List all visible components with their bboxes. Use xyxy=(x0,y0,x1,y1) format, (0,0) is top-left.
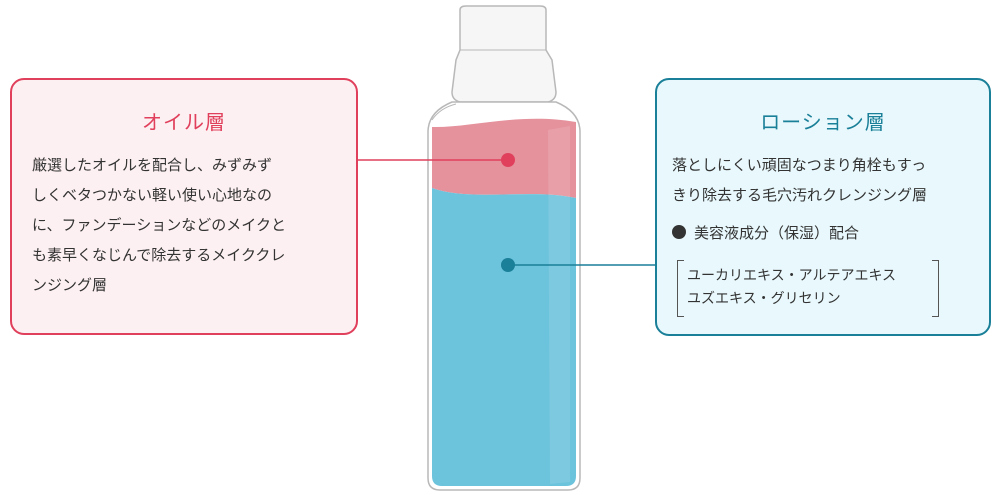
ingredient-line: ユズエキス・グリセリン xyxy=(687,291,841,307)
lotion-layer-title: ローション層 xyxy=(760,110,886,134)
lotion-feature: 美容液成分（保湿）配合 xyxy=(672,222,859,244)
lotion-layer-callout: ローション層 落としにくい頑固なつまり角栓もすっ きり除去する毛穴汚れクレンジン… xyxy=(655,78,991,336)
lotion-layer-description: 落としにくい頑固なつまり角栓もすっ きり除去する毛穴汚れクレンジング層 xyxy=(672,150,990,210)
lotion-description-line: きり除去する毛穴汚れクレンジング層 xyxy=(672,186,928,204)
oil-description-line: しくベタつかない軽い使い心地なの xyxy=(32,186,273,204)
oil-description-line: 厳選したオイルを配合し、みずみず xyxy=(32,156,273,174)
left-bracket-icon xyxy=(677,260,684,317)
ingredients-list: ユーカリエキス・アルテアエキス ユズエキス・グリセリン xyxy=(677,260,939,317)
bottle-side-shading xyxy=(548,126,570,484)
oil-marker-dot xyxy=(501,153,515,167)
lotion-layer-band xyxy=(432,188,576,486)
lotion-marker-dot xyxy=(501,258,515,272)
oil-description-line: も素早くなじんで除去するメイククレ xyxy=(32,246,286,264)
oil-description-line: に、ファンデーションなどのメイクと xyxy=(32,216,286,234)
lotion-description-line: 落としにくい頑固なつまり角栓もすっ xyxy=(672,156,927,174)
oil-layer-description: 厳選したオイルを配合し、みずみず しくベタつかない軽い使い心地なの に、ファンデ… xyxy=(32,150,352,300)
oil-description-line: ンジング層 xyxy=(32,276,108,294)
oil-layer-title: オイル層 xyxy=(142,110,226,134)
bullet-dot-icon xyxy=(672,225,686,239)
oil-layer-callout: オイル層 厳選したオイルを配合し、みずみず しくベタつかない軽い使い心地なの に… xyxy=(10,78,358,335)
bottle-shoulder-highlight xyxy=(431,103,457,121)
bottle-cap xyxy=(451,5,557,103)
ingredient-line: ユーカリエキス・アルテアエキス xyxy=(687,268,897,284)
right-bracket-icon xyxy=(932,260,939,317)
lotion-feature-text: 美容液成分（保湿）配合 xyxy=(694,224,860,242)
